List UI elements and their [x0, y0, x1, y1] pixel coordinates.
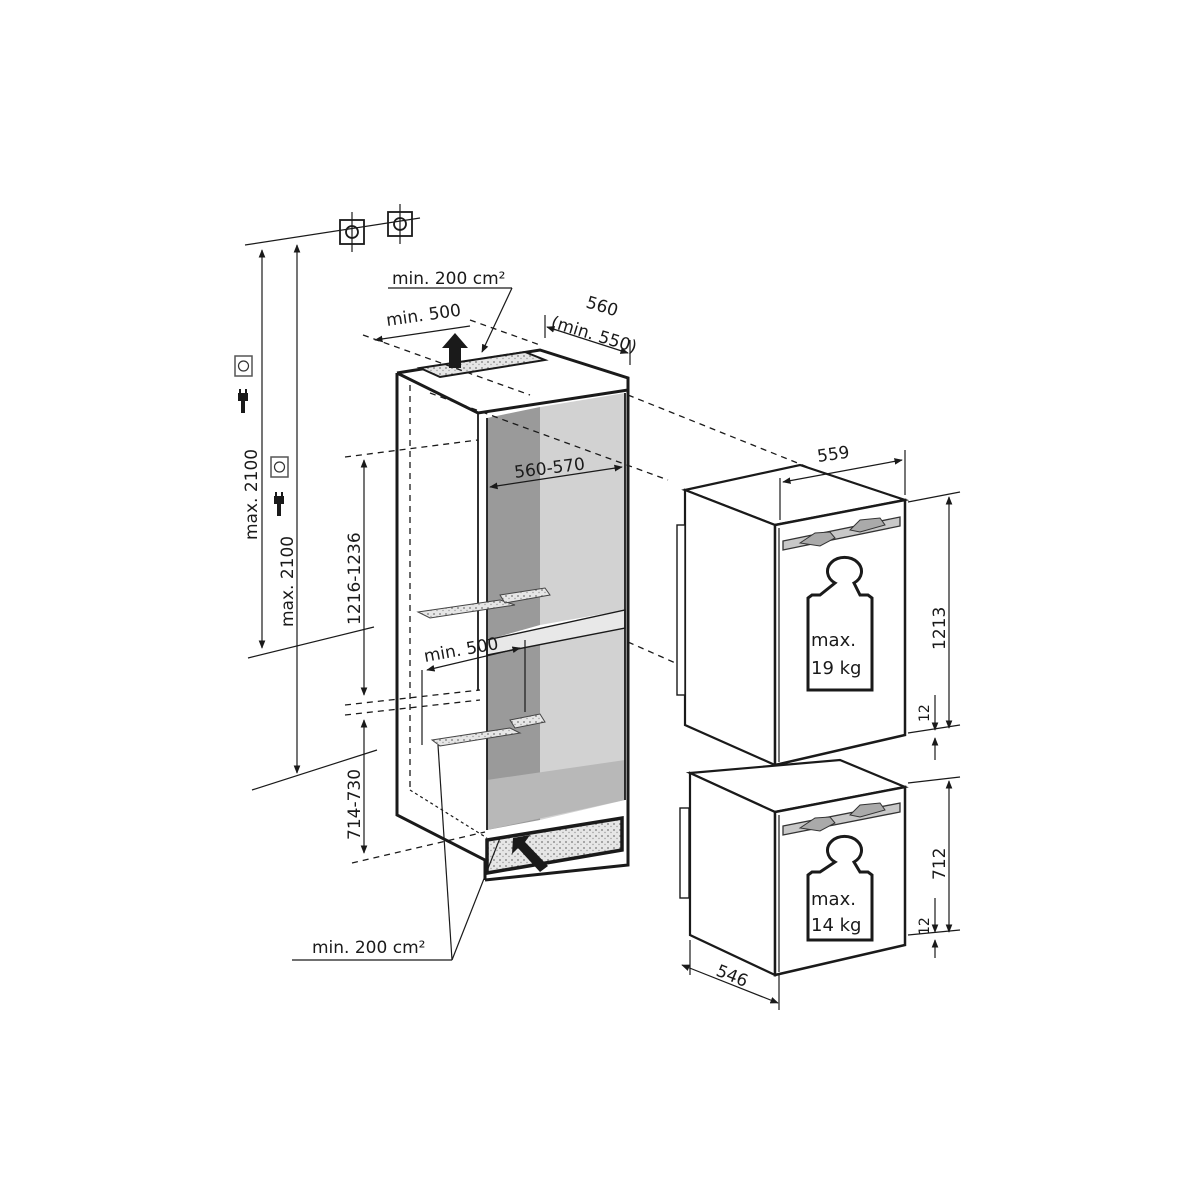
- niche-cabinet: [395, 348, 630, 882]
- upper-weight-icon: max. 19 kg: [806, 555, 874, 692]
- lower-gap-label: 12: [917, 917, 933, 935]
- lower-weight-line2: 14 kg: [811, 915, 861, 936]
- airflow-in-arrow: [512, 835, 548, 872]
- socket-height-dimensions: max. 2100 max. 2100: [242, 244, 378, 791]
- plug-icon: [238, 389, 284, 516]
- upper-height-label: 1216-1236: [345, 532, 365, 625]
- lower-weight-line1: max.: [811, 889, 856, 910]
- water-connection-icon: [244, 204, 421, 252]
- socket-height-label-1: max. 2100: [242, 449, 262, 540]
- upper-width-label: 559: [816, 443, 851, 467]
- depth-label: 560: [584, 293, 621, 322]
- upper-gap-label: 12: [917, 704, 933, 722]
- socket-height-label-2: max. 2100: [278, 536, 298, 627]
- top-vent-area-label: min. 200 cm²: [392, 269, 505, 289]
- lower-height-label: 714-730: [345, 769, 365, 840]
- lower-door-dimensions: 712 12 546: [681, 776, 961, 1010]
- upper-weight-line2: 19 kg: [811, 658, 861, 679]
- niche-height-dimensions: 1216-1236 714-730: [344, 439, 486, 864]
- lower-depth-label: 546: [713, 961, 751, 992]
- socket-icon: [234, 355, 289, 478]
- upper-door-dimensions: 559 1213 12: [779, 443, 961, 760]
- bottom-vent-area-label: min. 200 cm²: [312, 938, 425, 958]
- airflow-up-arrow: [442, 333, 468, 368]
- upper-height-label: 1213: [930, 607, 950, 650]
- bottom-vent-leader: min. 200 cm²: [292, 744, 501, 961]
- top-clearance-label: min. 500: [385, 301, 462, 331]
- lower-weight-icon: max. 14 kg: [806, 834, 874, 942]
- lower-door-panel: [679, 758, 909, 977]
- upper-weight-line1: max.: [811, 630, 856, 651]
- lower-height-label: 712: [930, 848, 950, 880]
- depth-min-label: (min. 550): [549, 313, 640, 358]
